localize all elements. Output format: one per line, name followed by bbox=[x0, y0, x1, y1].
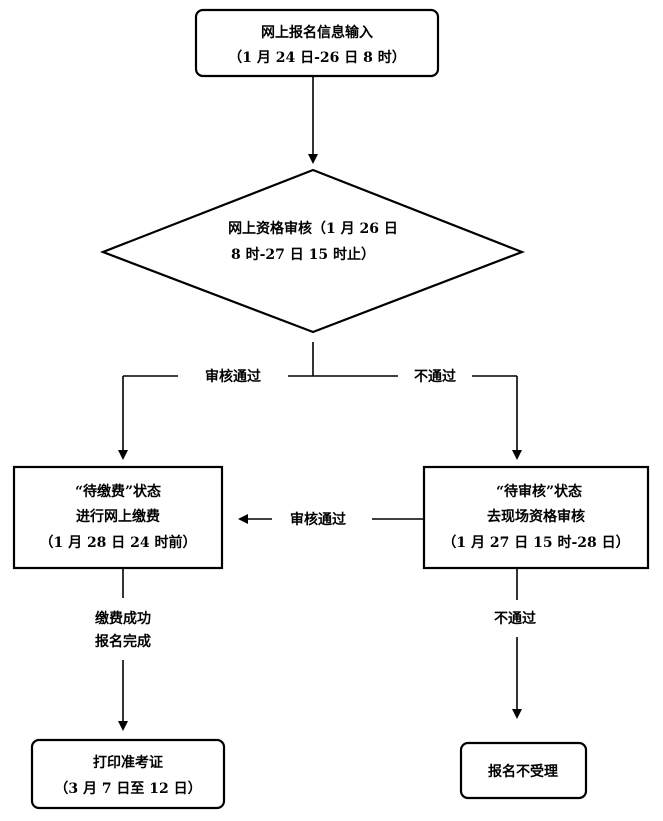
node-rejected: 报名不受理 bbox=[459, 741, 588, 800]
edge-label-payment-done-1: 缴费成功 bbox=[95, 610, 151, 627]
node-pending-payment: “待缴费”状态 进行网上缴费 （1 月 28 日 24 时前） bbox=[12, 465, 224, 570]
node-print-ticket: 打印准考证 （3 月 7 日至 12 日） bbox=[30, 738, 226, 810]
node-online-entry-title: 网上报名信息输入 bbox=[261, 24, 373, 41]
edge-label-review-pass: 审核通过 bbox=[205, 368, 261, 385]
node-online-review-title: 网上资格审核（1 月 26 日 bbox=[228, 220, 398, 237]
node-print-ticket-title: 打印准考证 bbox=[93, 754, 163, 771]
node-pending-review-status: “待审核”状态 bbox=[496, 483, 582, 500]
edge-label-onsite-fail: 不通过 bbox=[494, 610, 536, 627]
node-pending-payment-status: “待缴费”状态 bbox=[75, 483, 161, 500]
node-online-entry-dates: （1 月 24 日-26 日 8 时） bbox=[228, 49, 406, 66]
node-online-review-dates: 8 时-27 日 15 时止） bbox=[231, 246, 375, 263]
node-pending-payment-action: 进行网上缴费 bbox=[76, 508, 160, 525]
edge-label-onsite-pass: 审核通过 bbox=[290, 511, 346, 528]
node-pending-payment-deadline: （1 月 28 日 24 时前） bbox=[39, 534, 196, 551]
node-pending-review-dates: （1 月 27 日 15 时-28 日） bbox=[442, 534, 629, 551]
edge-label-payment-done-2: 报名完成 bbox=[95, 633, 151, 650]
node-print-ticket-dates: （3 月 7 日至 12 日） bbox=[54, 781, 201, 797]
node-pending-review: “待审核”状态 去现场资格审核 （1 月 27 日 15 时-28 日） bbox=[422, 465, 650, 570]
node-rejected-title: 报名不受理 bbox=[488, 763, 558, 780]
node-online-review: 网上资格审核（1 月 26 日 8 时-27 日 15 时止） bbox=[99, 168, 526, 334]
edge-label-review-fail: 不通过 bbox=[414, 368, 456, 385]
node-pending-review-action: 去现场资格审核 bbox=[487, 508, 585, 525]
node-online-entry: 网上报名信息输入 （1 月 24 日-26 日 8 时） bbox=[194, 8, 440, 78]
